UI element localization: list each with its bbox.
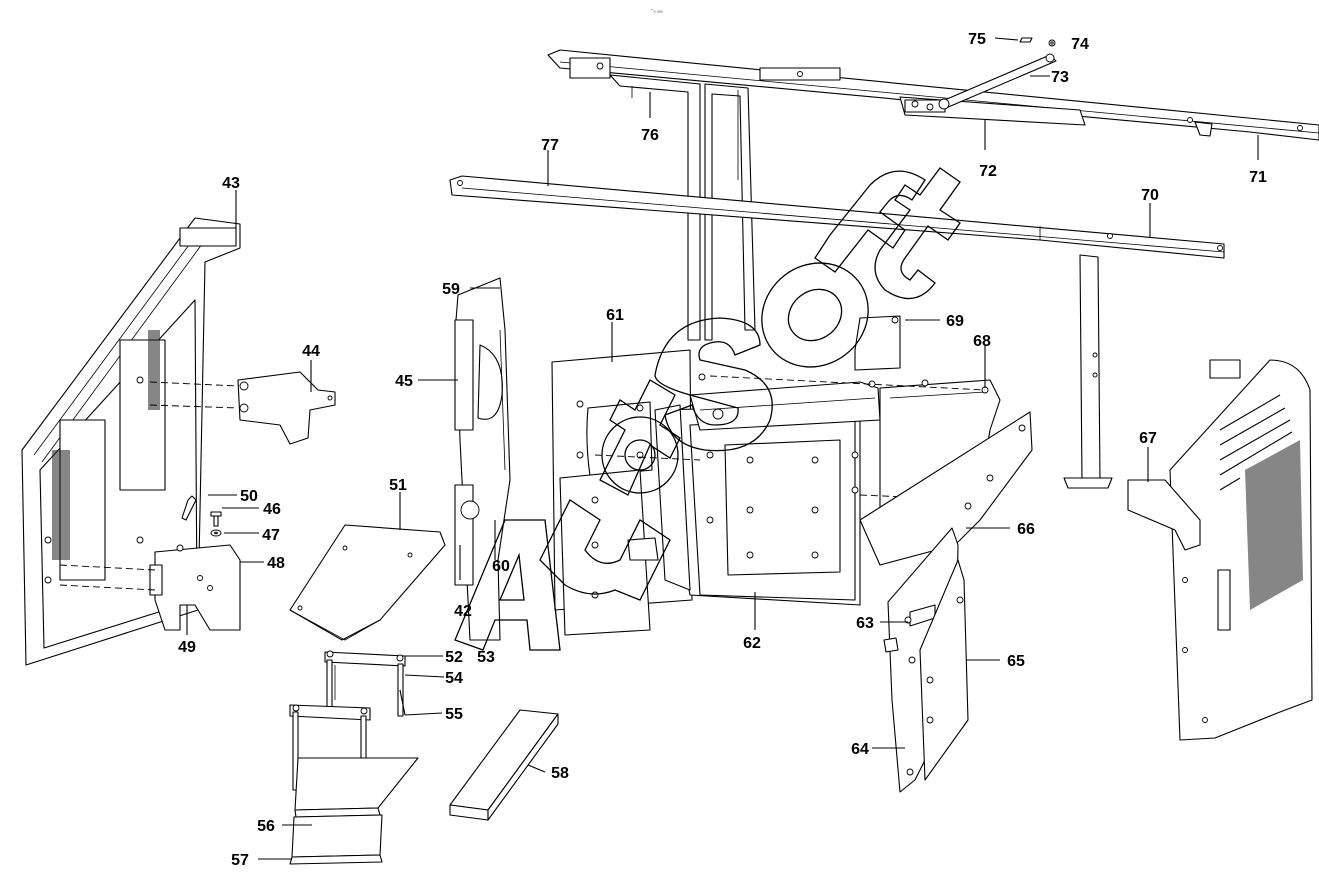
screw-50	[181, 495, 197, 521]
callout-74: 74	[1071, 36, 1089, 53]
callout-45: 45	[395, 373, 413, 390]
callout-61: 61	[606, 307, 624, 324]
screw-46	[210, 511, 222, 527]
cross-beam-77-70	[449, 175, 1225, 259]
stay-arm-73	[938, 53, 1057, 110]
callout-71: 71	[1249, 169, 1267, 186]
washer-47	[210, 529, 222, 537]
bracket-55	[289, 704, 371, 795]
callout-49: 49	[178, 639, 196, 656]
callout-75: 75	[968, 31, 986, 48]
callout-65: 65	[1007, 653, 1025, 670]
watermark-outline	[454, 167, 961, 651]
panel-65	[919, 559, 969, 781]
callout-50: 50	[240, 488, 258, 505]
callout-56: 56	[257, 818, 275, 835]
callout-44: 44	[302, 343, 320, 360]
callout-42: 42	[454, 603, 472, 620]
vent-louvres	[1219, 394, 1293, 491]
vertical-post	[1063, 254, 1113, 489]
callout-51: 51	[389, 477, 407, 494]
callout-67: 67	[1139, 430, 1157, 447]
bracket-48-49	[59, 544, 241, 631]
bracket-69	[854, 315, 901, 371]
callout-53: 53	[477, 649, 495, 666]
insulation-strip-56	[294, 757, 419, 818]
callout-77: 77	[541, 137, 559, 154]
callout-64: 64	[851, 741, 869, 758]
callout-62: 62	[743, 635, 761, 652]
callout-69: 69	[946, 313, 964, 330]
tray-51	[289, 524, 446, 641]
callout-55: 55	[445, 706, 463, 723]
callout-63: 63	[856, 615, 874, 632]
callout-72: 72	[979, 163, 997, 180]
callout-76: 76	[641, 127, 659, 144]
callout-66: 66	[1017, 521, 1035, 538]
pin-74	[1048, 39, 1056, 47]
callout-43: 43	[222, 175, 240, 192]
callout-58: 58	[551, 765, 569, 782]
callout-labels: 43 44 45 46 47 48 49 50 51 52 53 54 55 5…	[178, 31, 1267, 869]
callout-48: 48	[267, 555, 285, 572]
callout-59: 59	[442, 281, 460, 298]
right-side-panel-67	[1127, 359, 1313, 741]
callout-68: 68	[973, 333, 991, 350]
top-lid	[689, 373, 881, 431]
callout-46: 46	[263, 501, 281, 518]
insulation-strip-57	[289, 814, 383, 865]
callout-47: 47	[262, 527, 280, 544]
callout-54: 54	[445, 670, 463, 687]
callout-57: 57	[231, 852, 249, 869]
callout-70: 70	[1141, 187, 1159, 204]
top-rail-71	[547, 49, 1319, 141]
panel-66	[859, 411, 1033, 566]
partition-sheet-59	[454, 277, 511, 641]
callout-60: 60	[492, 558, 510, 575]
bracket-76	[609, 74, 756, 341]
foam-block-58	[449, 709, 559, 821]
leader-lines	[186, 37, 1259, 860]
callout-52: 52	[445, 649, 463, 666]
alignment-line	[709, 375, 986, 391]
clip-75	[1019, 37, 1033, 43]
callout-73: 73	[1051, 69, 1069, 86]
top-mark: ⁼ₐ ₐₐₐ	[651, 8, 663, 14]
center-panel-62	[654, 404, 861, 606]
